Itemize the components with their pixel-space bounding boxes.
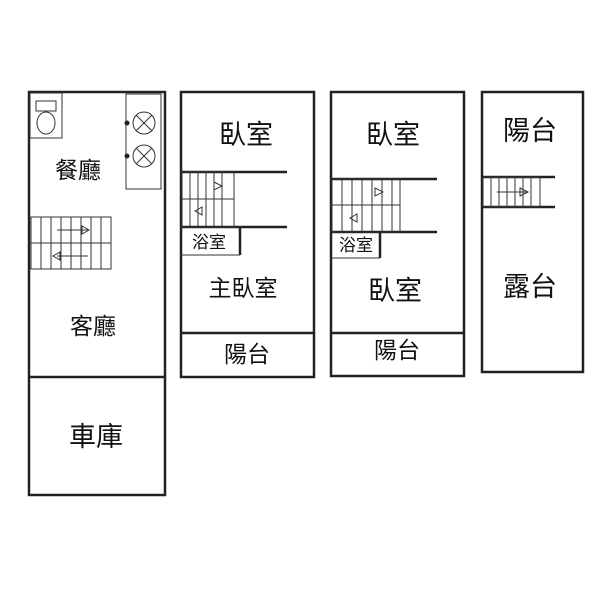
terrace-label: 露台	[503, 272, 557, 303]
floor-3-outline	[329, 90, 466, 378]
floor-3-plan: 臥室 浴室 臥室 陽台	[329, 90, 466, 378]
floor-4-plan: 陽台 露台	[480, 90, 585, 374]
living-room-label: 客廳	[70, 314, 116, 340]
stairs-icon	[331, 178, 401, 233]
stairs-icon	[30, 216, 112, 270]
floor-3-bedroom-bottom-label: 臥室	[368, 276, 422, 307]
floor-2-bedroom-label: 臥室	[219, 120, 273, 151]
floor-4-balcony-label: 陽台	[503, 116, 557, 147]
floor-2-balcony-label: 陽台	[224, 342, 270, 368]
floor-2-bath-label: 浴室	[192, 233, 226, 253]
floor-1-outline	[27, 90, 167, 497]
toilet-icon	[29, 92, 63, 139]
stairs-icon	[181, 171, 235, 228]
floor-2-plan: 臥室 浴室 主臥室 陽台	[179, 90, 316, 379]
floor-3-bedroom-top-label: 臥室	[366, 120, 420, 151]
stairs-icon	[482, 176, 541, 208]
floor-3-bath-label: 浴室	[339, 236, 373, 256]
garage-label: 車庫	[69, 422, 123, 453]
master-bedroom-label: 主臥室	[209, 276, 278, 302]
stove-icon	[124, 93, 162, 190]
floor-4-outline	[480, 90, 585, 374]
dining-room-label: 餐廳	[55, 158, 101, 184]
floor-2-outline	[179, 90, 316, 379]
floor-1-plan: 餐廳 客廳 車庫	[27, 90, 167, 497]
floor-3-balcony-label: 陽台	[374, 338, 420, 364]
